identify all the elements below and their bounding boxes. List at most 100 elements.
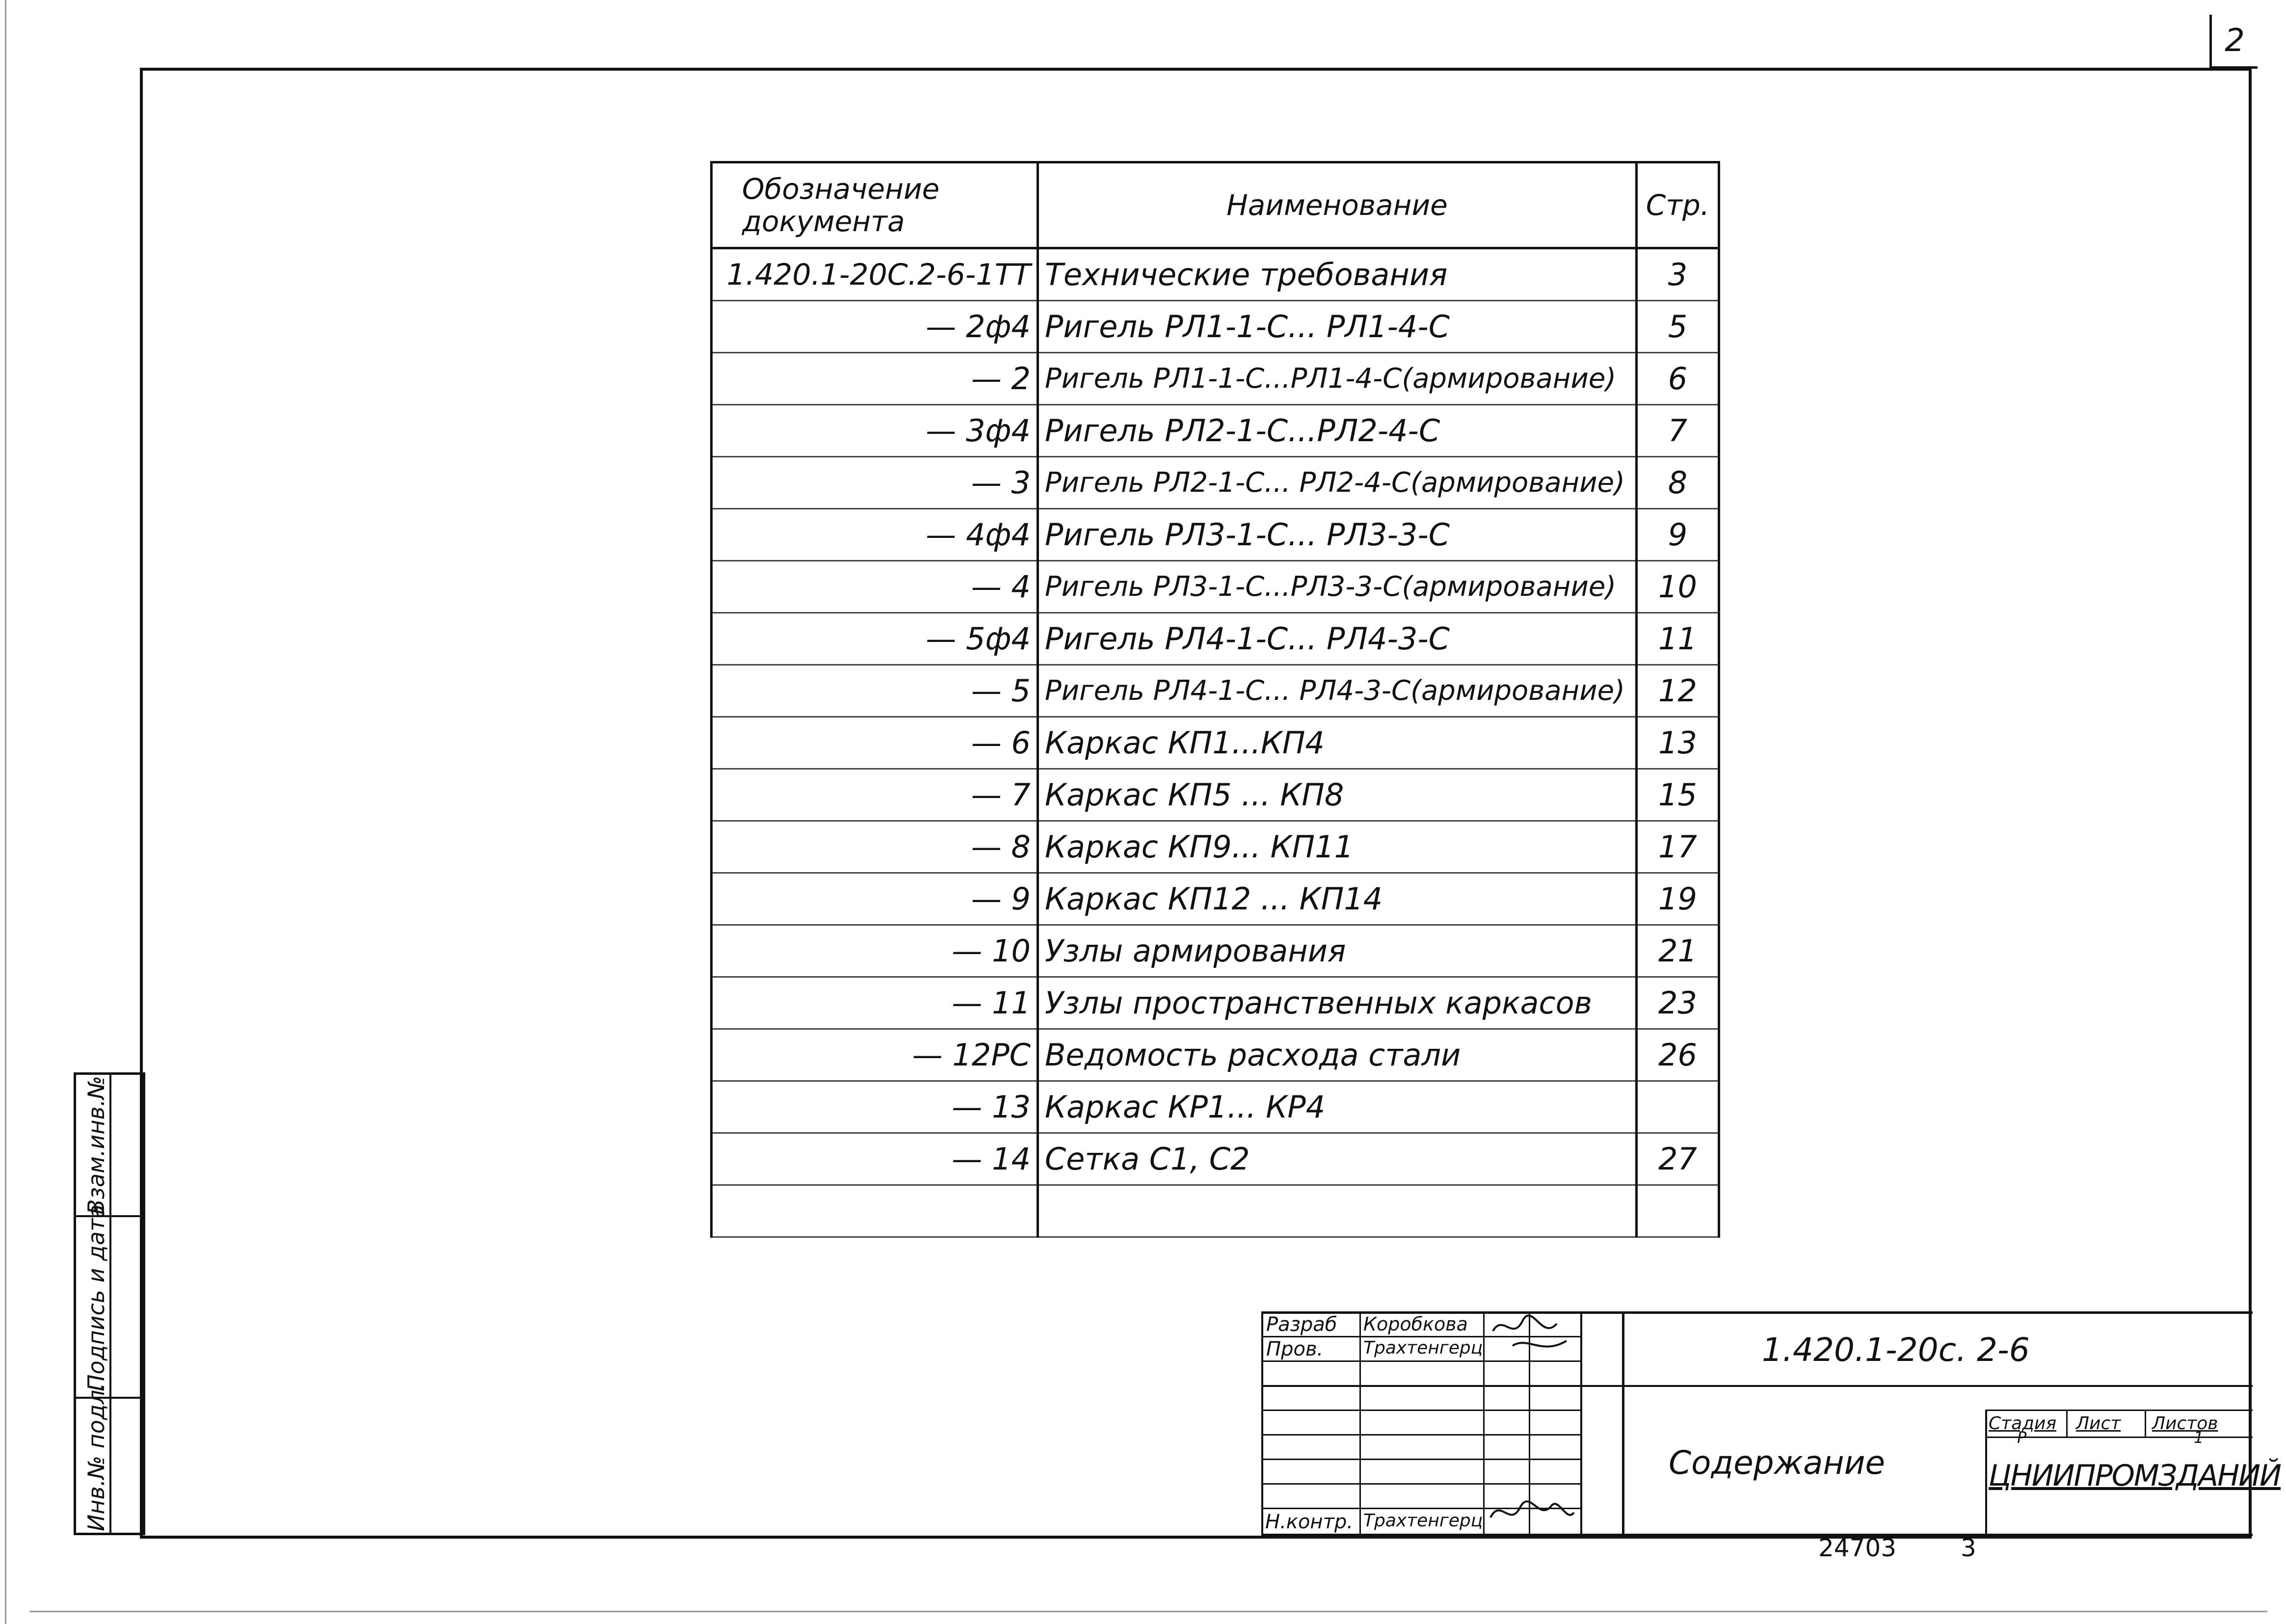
row-document-code: — 11: [710, 976, 1039, 1030]
row-document-name: Каркас КП5 ... КП8: [1037, 768, 1638, 822]
row-document-code: — 3ф4: [710, 404, 1039, 457]
row-document-name: Ригель РЛ3-1-С...РЛ3-3-С(армирование): [1037, 560, 1638, 613]
row-document-code: — 2ф4: [710, 300, 1039, 353]
row-document-code: — 4ф4: [710, 508, 1039, 561]
stage-label: Стадия: [1989, 1413, 2057, 1434]
row-page-number: 10: [1635, 560, 1720, 613]
sheet-label: Лист: [2076, 1413, 2121, 1434]
header-page: Стр.: [1635, 161, 1720, 249]
page-edge-bottom: [29, 1611, 2267, 1612]
row-document-code: [710, 1184, 1039, 1238]
row-page-number: 3: [1635, 247, 1720, 301]
row-document-name: Ригель РЛ2-1-С... РЛ2-4-С(армирование): [1037, 456, 1638, 509]
row-document-code: — 6: [710, 716, 1039, 770]
contents-header-row: Обозначение документа Наименование Стр.: [710, 161, 1720, 249]
signature-norm-control: [1489, 1500, 1575, 1518]
row-document-name: Технические требования: [1037, 247, 1638, 301]
row-page-number: 26: [1635, 1028, 1720, 1082]
row-page-number: [1635, 1080, 1720, 1134]
row-document-code: 1.420.1-20С.2-6-1ТТ: [710, 247, 1039, 301]
row-page-number: 19: [1635, 872, 1720, 926]
row-page-number: 8: [1635, 456, 1720, 509]
row-document-name: Каркас КР1... КР4: [1037, 1080, 1638, 1134]
signature-date-label: Подпись и дата: [83, 1204, 109, 1391]
row-document-code: — 13: [710, 1080, 1039, 1134]
row-document-name: Каркас КП1...КП4: [1037, 716, 1638, 770]
header-name: Наименование: [1037, 161, 1638, 249]
row-page-number: 12: [1635, 664, 1720, 718]
row-document-code: — 9: [710, 872, 1039, 926]
row-page-number: 11: [1635, 612, 1720, 666]
norm-control-label: Н.контр.: [1265, 1511, 1353, 1533]
archive-number: 24703: [1818, 1534, 1897, 1562]
row-document-name: [1037, 1184, 1638, 1238]
row-document-name: Сетка С1, С2: [1037, 1132, 1638, 1186]
row-document-name: Узлы армирования: [1037, 924, 1638, 978]
row-document-code: — 7: [710, 768, 1039, 822]
side-stamp-strip: Взам.инв.№ Подпись и дата Инв.№ подл.: [74, 1072, 145, 1535]
sheets-label: Листов: [2152, 1413, 2218, 1434]
developer-name: Коробкова: [1363, 1313, 1468, 1335]
row-page-number: 27: [1635, 1132, 1720, 1186]
row-document-name: Ригель РЛ3-1-С... РЛ3-3-С: [1037, 508, 1638, 561]
norm-control-name: Трахтенгерц: [1363, 1511, 1483, 1531]
copy-number: 3: [1961, 1534, 1976, 1562]
row-document-name: Узлы пространственных каркасов: [1037, 976, 1638, 1030]
inv-original-label: Инв.№ подл.: [83, 1383, 109, 1531]
signature-developer: [1492, 1314, 1568, 1348]
row-document-name: Ригель РЛ4-1-С... РЛ4-3-С(армирование): [1037, 664, 1638, 718]
row-page-number: 21: [1635, 924, 1720, 978]
row-page-number: 23: [1635, 976, 1720, 1030]
sheet-number: 2: [2209, 15, 2258, 69]
checker-name: Трахтенгерц: [1363, 1338, 1483, 1358]
row-document-code: — 14: [710, 1132, 1039, 1186]
row-page-number: 7: [1635, 404, 1720, 457]
row-document-code: — 10: [710, 924, 1039, 978]
row-document-name: Каркас КП9... КП11: [1037, 820, 1638, 874]
row-document-code: — 5ф4: [710, 612, 1039, 666]
row-document-name: Ригель РЛ1-1-С... РЛ1-4-С: [1037, 300, 1638, 353]
row-document-name: Ведомость расхода стали: [1037, 1028, 1638, 1082]
replaces-inv-label: Взам.инв.№: [83, 1075, 109, 1215]
row-document-code: — 4: [710, 560, 1039, 613]
sheets-value: 1: [2194, 1428, 2204, 1447]
row-page-number: [1635, 1184, 1720, 1238]
row-document-name: Ригель РЛ1-1-С...РЛ1-4-С(армирование): [1037, 352, 1638, 405]
row-document-code: — 3: [710, 456, 1039, 509]
stage-value: Р: [2017, 1428, 2027, 1447]
row-document-code: — 5: [710, 664, 1039, 718]
checker-label: Пров.: [1266, 1338, 1324, 1360]
document-designation: 1.420.1-20с. 2-6: [1762, 1331, 2030, 1369]
row-page-number: 5: [1635, 300, 1720, 353]
row-page-number: 15: [1635, 768, 1720, 822]
header-document-code: Обозначение документа: [710, 161, 1039, 249]
drawing-frame: [140, 68, 2252, 1539]
row-page-number: 17: [1635, 820, 1720, 874]
title-block: Разраб Коробкова Пров. Трахтенгерц Н.кон…: [1261, 1311, 2282, 1536]
row-document-name: Ригель РЛ2-1-С...РЛ2-4-С: [1037, 404, 1638, 457]
row-document-code: — 8: [710, 820, 1039, 874]
contents-table: Обозначение документа Наименование Стр. …: [710, 161, 1720, 1238]
row-page-number: 13: [1635, 716, 1720, 770]
contents-row: [710, 1184, 1720, 1238]
page-edge-left: [5, 0, 6, 1624]
row-page-number: 6: [1635, 352, 1720, 405]
